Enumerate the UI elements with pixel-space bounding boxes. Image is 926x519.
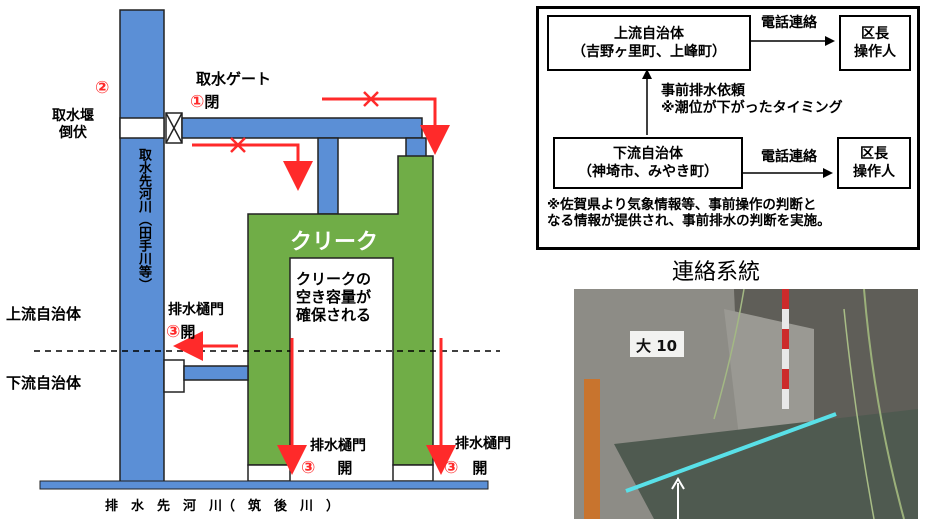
sluice-mid-label: 排水樋門 (310, 438, 366, 454)
weir-label: 取水堰 倒伏 (52, 108, 94, 141)
arrow-right-top-icon (751, 36, 835, 46)
gauge-sign-text: 大 10 (636, 337, 678, 355)
contact-system-caption: 連絡系統 (672, 260, 761, 285)
water-level-line (625, 412, 837, 493)
blocked-arrow-upper (322, 97, 450, 155)
gauge-photo-scene (574, 289, 918, 519)
intake-river-label: 取水先河川（田手川等） (136, 148, 151, 291)
flow-diagram-shapes (34, 9, 500, 490)
blocked-arrow-lower (192, 143, 313, 191)
flow-diagram: ② 取水堰 倒伏 取水ゲート ①閉 取水先河川（田手川等） クリーク クリークの… (6, 9, 511, 514)
sluice-left-box (163, 359, 185, 393)
sluice-right-label: 排水樋門 (455, 436, 511, 452)
note-text: ※佐賀県より気象情報等、事前操作の判断と なる情報が提供され、事前排水の判断を実… (547, 197, 831, 230)
sluice-mid-box (247, 464, 291, 482)
channel-drop-right (405, 137, 427, 159)
ward-box-top: 区長 操作人 (839, 15, 911, 71)
upstream-box: 上流自治体 （吉野ヶ里町、上峰町） (547, 15, 751, 71)
channel-drop-left (317, 137, 339, 215)
downstream-box: 下流自治体 （神埼市、みやき町） (553, 137, 743, 189)
creek-label: クリーク (290, 230, 379, 255)
sluice-right-box (392, 464, 434, 482)
weir-block (119, 117, 165, 139)
upstream-label: 上流自治体 (6, 305, 82, 323)
sluice-left-status: ③開 (166, 322, 196, 342)
gate-status: ①閉 (190, 92, 220, 112)
gate-label: 取水ゲート (196, 70, 272, 88)
downstream-label: 下流自治体 (6, 374, 82, 392)
phone-label-top: 電話連絡 (761, 15, 817, 31)
intake-river (119, 9, 165, 487)
channel-top (181, 117, 423, 139)
sluice-left-label: 排水樋門 (168, 302, 224, 318)
phone-label-bottom: 電話連絡 (761, 149, 817, 165)
ward-box-bottom: 区長 操作人 (837, 137, 911, 189)
contact-system-panel: 上流自治体 （吉野ヶ里町、上峰町） 電話連絡 区長 操作人 事前排水依頼 ※潮位… (536, 6, 920, 250)
bottom-river (39, 480, 489, 490)
arrow-right-bottom-icon (743, 168, 833, 178)
gauge-photo: 大 10 (574, 289, 918, 519)
sluice-link-channel (183, 365, 249, 381)
arrow-up-icon (642, 69, 652, 135)
creek-capacity-text: クリークの 空き容量が 確保される (296, 270, 372, 324)
bottom-river-label: 排 水 先 河 川（ 筑 後 川 ） (105, 499, 340, 514)
request-text: 事前排水依頼 ※潮位が下がったタイミング (661, 83, 843, 116)
weir-number: ② (95, 78, 110, 98)
